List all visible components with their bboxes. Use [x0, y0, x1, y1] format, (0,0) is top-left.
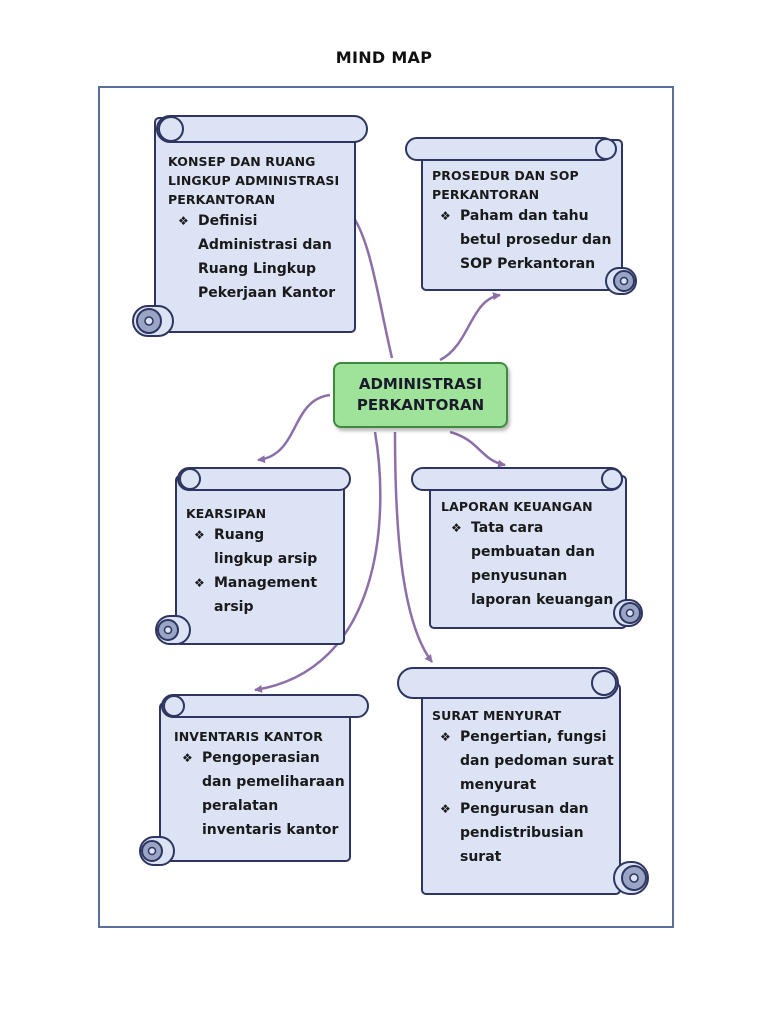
- node-bullet: ❖ Pengoperasian dan pemeliharaan peralat…: [182, 746, 354, 842]
- node-title-line: PERKANTORAN: [168, 192, 276, 207]
- node-bullet: ❖ Definisi Administrasi dan Ruang Lingku…: [178, 209, 348, 305]
- node-bullet-line: Management: [214, 575, 318, 591]
- node-bullet-text: Management arsip: [214, 571, 336, 619]
- diamond-bullet-icon: ❖: [440, 802, 451, 816]
- central-topic-line-1: ADMINISTRASI: [358, 375, 483, 393]
- node-title: LAPORAN KEUANGAN: [441, 497, 631, 516]
- node-bullet-text: Paham dan tahu betul prosedur dan SOP Pe…: [460, 204, 620, 276]
- node-bullet-line: inventaris kantor: [202, 822, 339, 838]
- node-surat: SURAT MENYURAT ❖ Pengertian, fungsi dan …: [432, 706, 622, 869]
- node-bullet: ❖ Paham dan tahu betul prosedur dan SOP …: [440, 204, 620, 276]
- connector-arrows: [254, 207, 506, 693]
- node-bullet-line: Pekerjaan Kantor: [198, 285, 336, 301]
- node-title: PROSEDUR DAN SOP PERKANTORAN: [432, 166, 620, 204]
- diamond-bullet-icon: ❖: [178, 214, 189, 228]
- node-bullet-line: Ruang: [214, 527, 265, 543]
- diamond-bullet-icon: ❖: [440, 209, 451, 223]
- node-bullet-line: Administrasi dan: [198, 237, 332, 253]
- node-bullet-text: Tata cara pembuatan dan penyusunan lapor…: [471, 516, 631, 612]
- diamond-bullet-icon: ❖: [440, 730, 451, 744]
- arrow-to-inventaris: [254, 431, 382, 693]
- diamond-bullet-icon: ❖: [194, 528, 205, 542]
- arrow-to-surat: [393, 431, 433, 663]
- node-bullet-line: arsip: [214, 599, 254, 615]
- node-bullet-line: Pengoperasian: [202, 750, 320, 766]
- node-inventaris: INVENTARIS KANTOR ❖ Pengoperasian dan pe…: [174, 727, 354, 842]
- node-bullet-line: Definisi: [198, 213, 258, 229]
- scroll-inventaris: [139, 694, 369, 866]
- diamond-bullet-icon: ❖: [451, 521, 462, 535]
- node-title: KEARSIPAN: [186, 504, 336, 523]
- scroll-surat: [397, 667, 649, 895]
- arrow-to-prosedur: [439, 292, 501, 362]
- node-title-line: KEARSIPAN: [186, 506, 267, 521]
- node-title-line: KONSEP DAN RUANG: [168, 154, 316, 169]
- node-bullet-line: penyusunan: [471, 568, 568, 584]
- node-bullet-line: surat: [460, 849, 502, 865]
- node-kearsipan: KEARSIPAN ❖ Ruang lingkup arsip ❖ Manage…: [186, 504, 336, 619]
- node-title: KONSEP DAN RUANG LINGKUP ADMINISTRASI PE…: [168, 152, 348, 209]
- node-prosedur: PROSEDUR DAN SOP PERKANTORAN ❖ Paham dan…: [432, 166, 620, 276]
- node-laporan: LAPORAN KEUANGAN ❖ Tata cara pembuatan d…: [441, 497, 631, 612]
- node-bullet-line: lingkup arsip: [214, 551, 318, 567]
- diamond-bullet-icon: ❖: [182, 751, 193, 765]
- node-bullet-line: Ruang Lingkup: [198, 261, 317, 277]
- scroll-laporan: [411, 467, 643, 629]
- node-bullet-text: Pengoperasian dan pemeliharaan peralatan…: [202, 746, 354, 842]
- node-title-line: LAPORAN KEUANGAN: [441, 499, 593, 514]
- node-bullet-line: Paham dan tahu: [460, 208, 589, 224]
- scroll-prosedur: [405, 137, 637, 295]
- node-konsep: KONSEP DAN RUANG LINGKUP ADMINISTRASI PE…: [168, 152, 348, 305]
- diamond-bullet-icon: ❖: [194, 576, 205, 590]
- node-bullet-line: Tata cara: [471, 520, 544, 536]
- node-bullet: ❖ Pengertian, fungsi dan pedoman surat m…: [440, 725, 622, 797]
- node-title: INVENTARIS KANTOR: [174, 727, 354, 746]
- node-bullet-line: SOP Perkantoran: [460, 256, 596, 272]
- node-bullet-line: menyurat: [460, 777, 537, 793]
- central-topic-node: ADMINISTRASI PERKANTORAN: [333, 362, 508, 428]
- node-bullet-line: Pengurusan dan: [460, 801, 589, 817]
- node-bullet: ❖ Tata cara pembuatan dan penyusunan lap…: [451, 516, 631, 612]
- node-title-line: INVENTARIS KANTOR: [174, 729, 323, 744]
- node-bullet-line: Pengertian, fungsi: [460, 729, 607, 745]
- node-bullet-line: pendistribusian: [460, 825, 584, 841]
- node-title: SURAT MENYURAT: [432, 706, 622, 725]
- node-bullet-line: peralatan: [202, 798, 279, 814]
- node-bullet-text: Pengertian, fungsi dan pedoman surat men…: [460, 725, 622, 797]
- central-topic-line-2: PERKANTORAN: [356, 396, 485, 414]
- node-bullet-line: dan pedoman surat: [460, 753, 614, 769]
- node-bullet: ❖ Management arsip: [194, 571, 336, 619]
- node-title-line: LINGKUP ADMINISTRASI: [168, 173, 340, 188]
- node-bullet: ❖ Pengurusan dan pendistribusian surat: [440, 797, 622, 869]
- node-bullet-line: dan pemeliharaan: [202, 774, 345, 790]
- node-bullet: ❖ Ruang lingkup arsip: [194, 523, 336, 571]
- node-bullet-text: Pengurusan dan pendistribusian surat: [460, 797, 622, 869]
- node-title-line: SURAT MENYURAT: [432, 708, 562, 723]
- node-bullet-text: Ruang lingkup arsip: [214, 523, 336, 571]
- scroll-kearsipan: [155, 467, 351, 645]
- node-bullet-text: Definisi Administrasi dan Ruang Lingkup …: [198, 209, 348, 305]
- arrow-to-laporan: [449, 430, 506, 468]
- node-bullet-line: betul prosedur dan: [460, 232, 612, 248]
- node-bullet-line: pembuatan dan: [471, 544, 595, 560]
- node-title-line: PROSEDUR DAN SOP: [432, 168, 579, 183]
- scroll-konsep: [132, 115, 368, 337]
- node-bullet-line: laporan keuangan: [471, 592, 614, 608]
- arrow-to-kearsipan: [257, 393, 331, 464]
- page-title: MIND MAP: [335, 48, 433, 67]
- node-title-line: PERKANTORAN: [432, 187, 540, 202]
